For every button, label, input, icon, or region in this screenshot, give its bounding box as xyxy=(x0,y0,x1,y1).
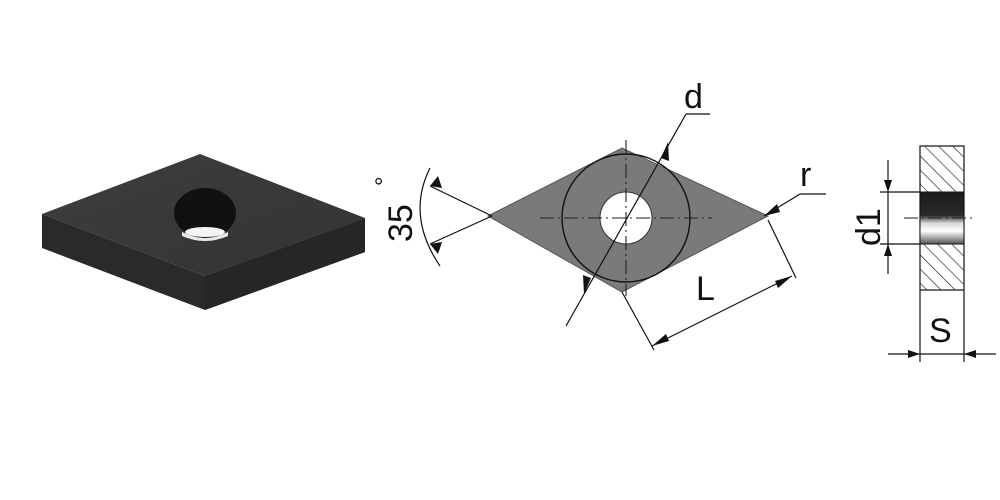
dimension-angle: 35 ° xyxy=(371,167,493,267)
dimension-S: S xyxy=(888,290,996,362)
insert-hole xyxy=(174,188,236,238)
label-angle: 35 xyxy=(382,204,420,242)
dimension-L: L xyxy=(621,219,797,351)
insert-section-view xyxy=(904,145,976,291)
dimension-d: d xyxy=(565,78,710,327)
label-angle-unit: ° xyxy=(371,176,398,186)
insert-plan-view xyxy=(486,140,770,296)
label-d1: d1 xyxy=(850,208,888,246)
dimension-r: r xyxy=(763,156,826,217)
label-d: d xyxy=(684,78,703,116)
label-S: S xyxy=(929,312,952,350)
dimension-d1: d1 xyxy=(850,160,920,274)
insert-3d-view xyxy=(42,154,365,310)
label-L: L xyxy=(696,270,715,308)
label-r: r xyxy=(800,156,811,194)
